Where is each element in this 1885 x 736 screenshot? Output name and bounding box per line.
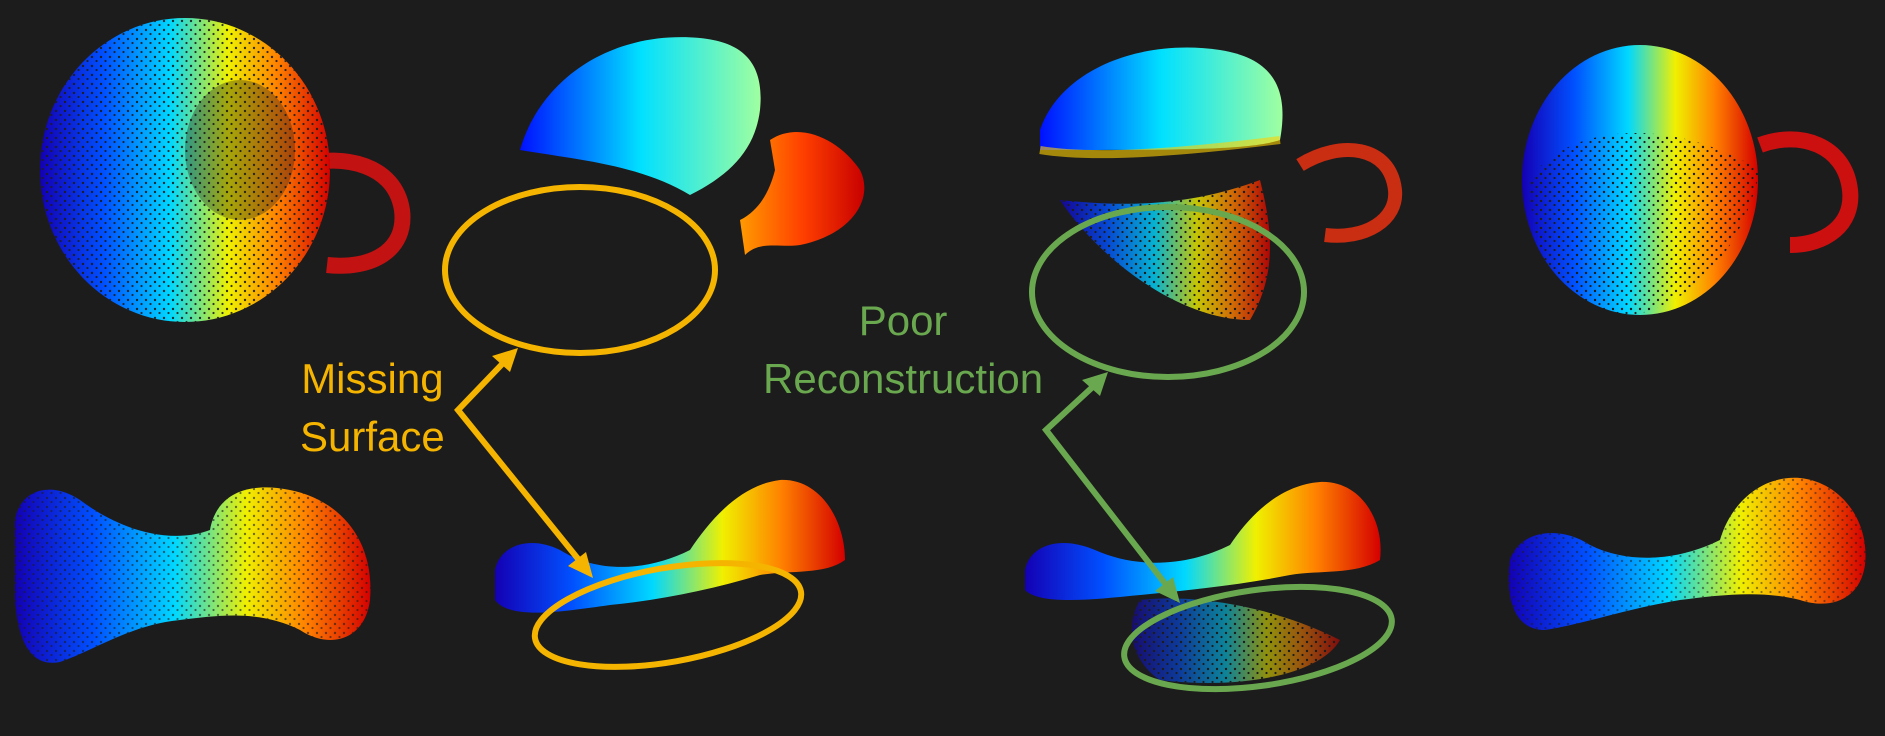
missing-surface-arrowhead-up bbox=[492, 348, 518, 372]
poor-reconstruction-line2: Reconstruction bbox=[763, 355, 1044, 402]
bone-partial-bottom bbox=[495, 479, 845, 613]
bone-poor-bottom bbox=[1025, 481, 1381, 684]
poor-reconstruction-ellipse-bottom bbox=[1121, 583, 1395, 693]
bone-ours-bottom bbox=[1508, 477, 1866, 630]
mug-poor-top bbox=[1039, 47, 1403, 320]
mug-complete-top bbox=[40, 18, 411, 322]
poor-reconstruction-line1: Poor bbox=[858, 297, 948, 344]
missing-surface-ellipse-top bbox=[442, 184, 718, 356]
missing-surface-arrowhead-down bbox=[568, 552, 593, 578]
bone-complete-bottom bbox=[15, 487, 371, 663]
poor-reconstruction-annotation bbox=[1029, 204, 1395, 693]
missing-surface-annotation bbox=[442, 184, 805, 670]
poor-reconstruction-arrowhead-down bbox=[1155, 577, 1180, 603]
missing-surface-line1: Missing bbox=[301, 355, 444, 402]
missing-surface-ellipse-bottom bbox=[531, 560, 805, 670]
poor-reconstruction-label: Poor Reconstruction bbox=[763, 292, 1043, 408]
missing-surface-line2: Surface bbox=[300, 413, 445, 460]
poor-reconstruction-arrowhead-up bbox=[1082, 372, 1108, 396]
missing-surface-label: Missing Surface bbox=[300, 350, 445, 466]
mug-partial-top bbox=[520, 37, 865, 255]
mug-ours-top bbox=[1522, 45, 1859, 319]
poor-reconstruction-ellipse-top bbox=[1029, 204, 1307, 380]
missing-surface-arrow-shaft bbox=[454, 355, 586, 567]
poor-reconstruction-arrow-shaft bbox=[1041, 379, 1173, 592]
